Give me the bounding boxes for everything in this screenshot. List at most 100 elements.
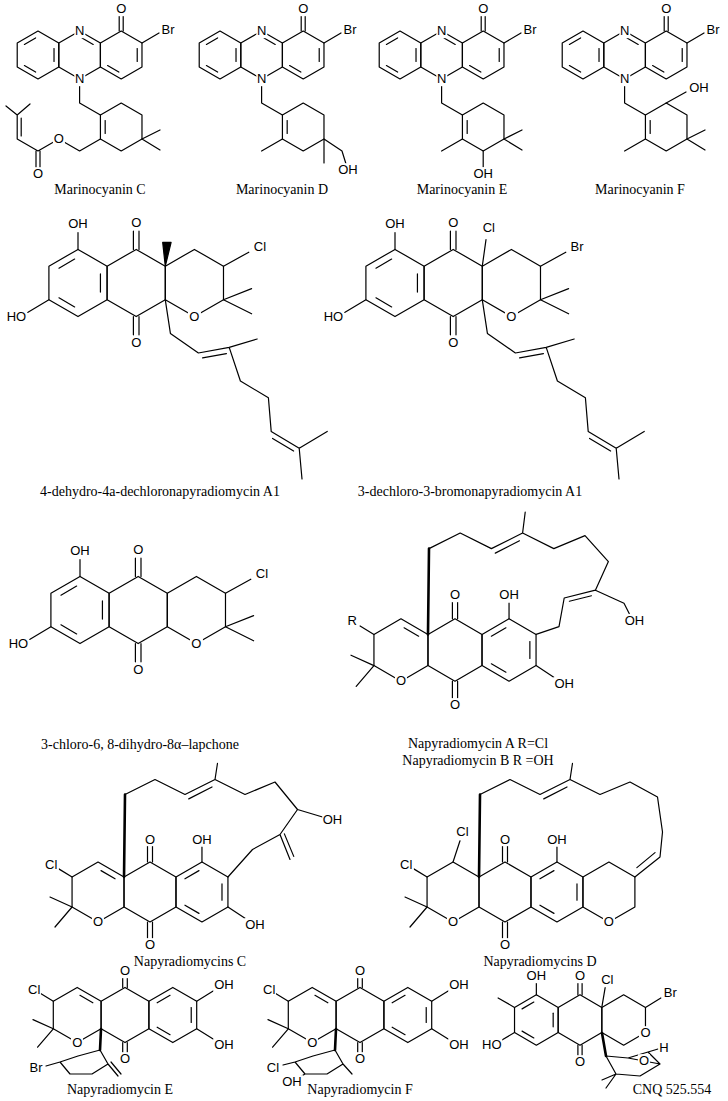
lapachone-structure [30,558,254,662]
atom-label: O [449,698,461,712]
atom-label: O [603,915,615,929]
atom-label: OH [624,615,646,629]
atom-label: N [619,24,630,38]
atom-label: R [347,615,358,629]
napyradiomycin-f-structure [268,976,449,1054]
compound-name: Napyradiomycin A R=Cl [408,737,548,752]
atom-label: Cl [399,858,413,872]
atom-label: O [638,1054,650,1068]
atom-label: OH [472,167,494,181]
atom-label: OH [213,1038,235,1052]
atom-label: Br [161,23,176,37]
atom-label: N [436,72,447,86]
atom-label: Cl [262,983,276,997]
atom-label: O [119,1052,131,1066]
atom-label: HO [323,310,345,324]
atom-label: N [256,72,267,86]
atom-label: OH [688,81,710,95]
atom-label: Br [29,1061,44,1075]
atom-label: N [436,24,447,38]
compound-name: Marinocyanin C [54,183,145,198]
atom-label: OH [281,1075,303,1089]
atom-label: O [395,674,407,688]
atom-label: O [447,216,459,230]
atom-label: O [297,2,309,16]
atom-label: O [354,1052,366,1066]
atom-label: N [256,24,267,38]
napyradiomycin-f-cyclohexane [283,1029,352,1077]
atom-label: HO [481,1038,503,1052]
atom-label: O [71,1036,83,1050]
atom-label: O [92,915,104,929]
atom-label: Br [523,23,538,37]
atom-label: OH [448,1038,470,1052]
napyradiomycin-ab-structure [351,512,629,698]
compound-name: Napyradiomycin B R =OH [402,754,553,769]
napyradiomycin-e-structure [33,976,214,1054]
atom-label: O [132,663,144,677]
atom-label: O [144,833,156,847]
atom-label: OH [553,677,575,691]
atom-label: Cl [600,973,614,987]
atom-label: O [119,964,131,978]
compound-name: 4-dehydro-4a-dechloronapyradiomycin A1 [40,485,280,500]
marinocyanin-d-structure [199,16,346,164]
atom-label: O [53,132,65,146]
cnq-structure [498,982,661,1055]
atom-label: O [354,964,366,978]
marinocyanin-c-structure [6,16,160,168]
atom-label: O [499,833,511,847]
atom-label: O [447,915,459,929]
atom-label: O [132,543,144,557]
atom-label: O [574,969,586,983]
atom-label: OH [498,589,520,603]
atom-label: OH [337,163,359,177]
atom-label: H [658,1041,669,1055]
atom-label: OH [69,544,91,558]
atom-label: O [639,1026,651,1040]
compound-name: 3-dechloro-3-bromonapyradiomycin A1 [358,485,582,500]
atom-label: HO [8,637,30,651]
marinocyanin-e-structure [379,16,522,167]
atom-label: O [574,1055,586,1069]
atom-label: OH [526,969,548,983]
atom-label: OH [191,833,213,847]
atom-label: O [144,938,156,952]
atom-label: N [74,24,85,38]
atom-label: O [188,310,200,324]
atom-label: Br [706,23,721,37]
atom-label: O [505,310,517,324]
atom-label: Cl [44,858,58,872]
compound-name: Marinocyanin F [595,183,685,198]
atom-label: N [74,72,85,86]
cnq-bicyclic-ring [602,1033,660,1088]
compound-name: Marinocyanin D [236,183,328,198]
compound-name: Napyradiomycins D [483,955,596,970]
atom-label: Br [343,23,358,37]
napyradiomycin-e-cyclohexane [46,1029,121,1076]
compound-name: CNQ 525.554 [633,1083,712,1098]
atom-label: O [130,216,142,230]
compound-name: Napyradiomycin F [307,1083,412,1098]
atom-label: HO [6,310,28,324]
atom-label: Cl [482,222,496,236]
atom-label: O [477,2,489,16]
atom-label: O [499,938,511,952]
compound-name: 3-chloro-6, 8-dihydro-8α–lapchone [41,738,239,753]
compound-name: Napyradiomycin E [67,1083,173,1098]
bromo-napyradiomycin-structure [345,231,645,479]
atom-label: OH [322,813,344,827]
napyradiomycin-d-structure [405,763,663,938]
atom-label: OH [546,833,568,847]
compound-name: Marinocyanin E [417,183,508,198]
atom-label: Br [570,240,585,254]
atom-label: O [449,589,461,603]
atom-label: OH [67,217,89,231]
atom-label: OH [244,918,266,932]
atom-label: Cl [266,1061,280,1075]
atom-label: Cl [255,567,269,581]
napyradiomycin-c-structure [50,763,323,938]
atom-label: O [190,637,202,651]
